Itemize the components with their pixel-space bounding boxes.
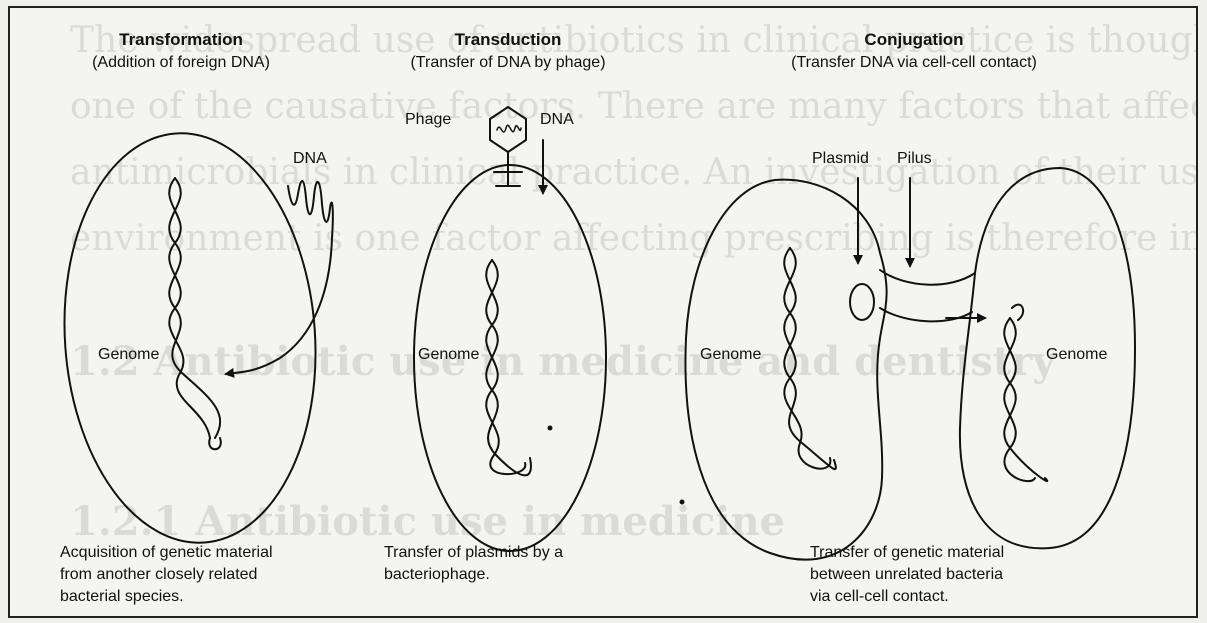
conjugation-caption: Transfer of genetic material between unr… [810,542,1004,608]
transduction-caption-line-2: bacteriophage. [384,564,563,586]
conjugation-left-genome-helix [784,248,836,469]
plasmid-label: Plasmid [812,150,869,168]
transformation-subtitle: (Addition of foreign DNA) [92,54,270,72]
transformation-genome-label: Genome [98,346,159,364]
transduction-genome-helix [486,260,531,475]
transformation-title: Transformation [119,30,243,50]
transformation-caption-line-1: Acquisition of genetic material [60,542,273,564]
conjugation-left-genome-label: Genome [700,346,761,364]
transduction-caption-line-1: Transfer of plasmids by a [384,542,563,564]
transformation-caption-line-3: bacterial species. [60,586,273,608]
conjugation-right-genome-helix [1004,305,1047,481]
transduction-dna-label: DNA [540,111,574,129]
phage-label: Phage [405,111,451,129]
transformation-genome-helix [169,178,221,449]
transformation-dna-label: DNA [293,150,327,168]
pilus-label: Pilus [897,150,932,168]
phage-icon [490,107,526,186]
conjugation-caption-line-1: Transfer of genetic material [810,542,1004,564]
conjugation-subtitle: (Transfer DNA via cell-cell contact) [791,54,1037,72]
foreign-dna-squiggle [226,181,333,374]
transformation-caption-line-2: from another closely related [60,564,273,586]
conjugation-right-genome-label: Genome [1046,346,1107,364]
transformation-caption: Acquisition of genetic material from ano… [60,542,273,608]
conjugation-caption-line-2: between unrelated bacteria [810,564,1004,586]
transduction-genome-label: Genome [418,346,479,364]
plasmid-loop [850,284,874,320]
diagram-drawing [10,8,1196,616]
conjugation-title: Conjugation [864,30,963,50]
transduction-title: Transduction [455,30,562,50]
conjugation-caption-line-3: via cell-cell contact. [810,586,1004,608]
pilus-bridge [880,270,975,321]
transduction-caption: Transfer of plasmids by a bacteriophage. [384,542,563,586]
transduction-subtitle: (Transfer of DNA by phage) [410,54,605,72]
transformation-cell [51,125,329,551]
figure-frame: The widespread use of antibiotics in cli… [8,6,1198,618]
